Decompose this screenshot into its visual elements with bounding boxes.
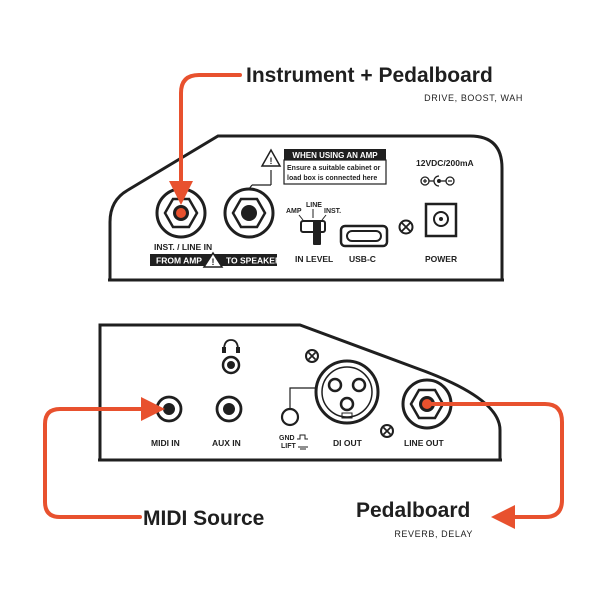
line-out-connection-dot xyxy=(422,399,432,409)
power-label: POWER xyxy=(425,254,457,264)
warning-line-2: load box is connected here xyxy=(287,175,377,182)
ground-lift-icon xyxy=(297,434,308,450)
bottom-device-panel: MIDI IN AUX IN GND LIFT xyxy=(98,323,502,462)
lift-label: LIFT xyxy=(281,443,296,450)
warning-icon: ! xyxy=(202,251,224,268)
screw-icon xyxy=(305,349,319,363)
line-out-label: LINE OUT xyxy=(404,438,444,448)
usb-c-label: USB-C xyxy=(349,254,376,264)
warning-body-box xyxy=(283,159,387,185)
aux-in-label: AUX IN xyxy=(212,438,241,448)
midi-connection-arrow xyxy=(43,397,165,519)
inst-connection-dot xyxy=(176,208,186,218)
switch-inst-label: INST. xyxy=(324,208,341,215)
to-speaker-label: TO SPEAKER xyxy=(226,256,281,266)
headphones-icon xyxy=(222,339,240,353)
inst-line-in-label: INST. / LINE IN xyxy=(154,242,212,252)
warning-leader-line xyxy=(248,184,253,190)
midi-in-label: MIDI IN xyxy=(151,438,180,448)
jack-icon xyxy=(215,395,243,423)
top-device-outline xyxy=(108,134,504,280)
di-out-label: DI OUT xyxy=(333,438,363,448)
warning-title: WHEN USING AN AMP xyxy=(292,151,378,160)
screw-icon xyxy=(398,219,414,235)
pedalboard-callout-subtitle: REVERB, DELAY xyxy=(394,529,473,539)
pedalboard-callout-title: Pedalboard xyxy=(356,499,470,522)
warning-title-bar xyxy=(284,149,386,160)
usb-c-port-icon xyxy=(339,224,389,248)
power-rating: 12VDC/200mA xyxy=(416,158,474,168)
instrument-callout-subtitle: DRIVE, BOOST, WAH xyxy=(424,93,523,103)
instrument-callout-title: Instrument + Pedalboard xyxy=(246,64,493,87)
switch-icon xyxy=(300,220,326,245)
svg-text:!: ! xyxy=(270,156,273,166)
instrument-connection-arrow xyxy=(169,73,242,205)
dc-power-port-icon xyxy=(424,202,458,238)
in-level-label: IN LEVEL xyxy=(295,254,333,264)
jack-icon xyxy=(221,355,241,375)
switch-tick xyxy=(298,214,304,221)
xlr-icon xyxy=(314,359,380,425)
from-amp-label: FROM AMP xyxy=(156,256,202,266)
polarity-icon xyxy=(420,175,455,187)
screw-icon xyxy=(380,424,394,438)
bottom-device-outline xyxy=(98,323,502,460)
warning-icon: ! xyxy=(260,148,282,167)
midi-callout-title: MIDI Source xyxy=(143,507,264,530)
switch-line-label: LINE xyxy=(306,202,322,209)
top-device-panel: INST. / LINE IN FROM AMP ! TO SPEAKER ! … xyxy=(108,134,504,282)
gnd-lift-leader xyxy=(289,387,318,408)
switch-amp-label: AMP xyxy=(286,208,302,215)
warning-line-1: Ensure a suitable cabinet or xyxy=(287,165,381,172)
pedalboard-connection-arrow xyxy=(425,402,564,529)
switch-tick xyxy=(321,214,327,221)
svg-text:!: ! xyxy=(212,257,215,267)
ground-lift-icon xyxy=(280,407,300,427)
gnd-label: GND xyxy=(279,435,295,442)
